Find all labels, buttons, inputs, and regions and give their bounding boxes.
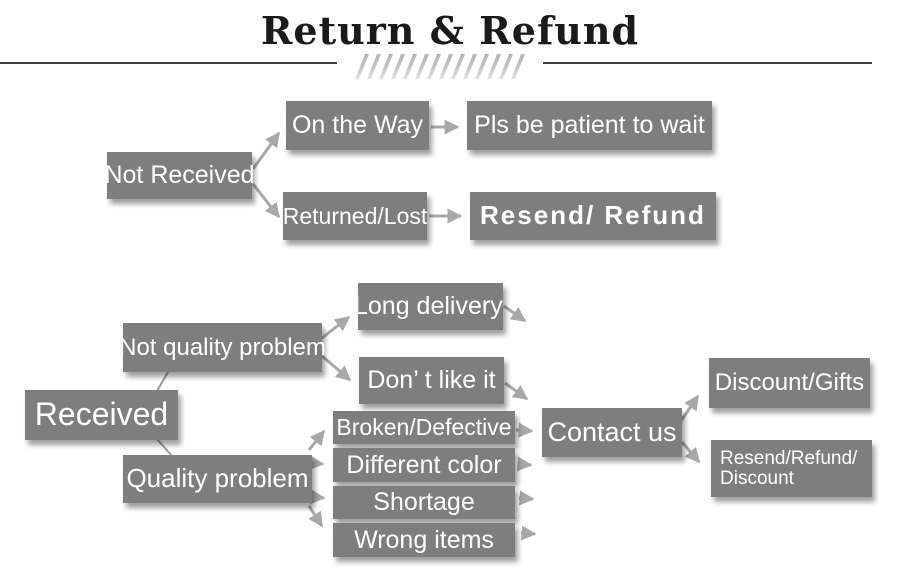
arrow-broken-defective-to-contact-us	[515, 422, 534, 438]
arrow-long-delivery-out	[503, 304, 527, 323]
title-rule-right	[543, 62, 872, 64]
arrow-contact-us-to-resend-refund-discount	[680, 441, 701, 464]
node-shortage: Shortage	[333, 486, 515, 519]
node-discount-gifts: Discount/Gifts	[709, 358, 870, 408]
node-not-received: Not Received	[104, 152, 255, 199]
node-resend-refund-discount: Resend/Refund/ Discount	[711, 440, 872, 497]
node-broken-defective: Broken/Defective	[333, 411, 515, 444]
node-pls-be-patient: Pls be patient to wait	[467, 101, 712, 150]
arrow-qp-to-wrong-items	[307, 505, 324, 528]
arrow-qp-to-shortage	[309, 489, 326, 505]
arrow-shortage-to-contact-us	[518, 490, 535, 506]
arrow-nqp-to-long-delivery	[321, 315, 351, 340]
node-not-quality-problem: Not quality problem	[119, 323, 326, 372]
node-different-color: Different color	[333, 448, 515, 482]
connector-received-to-quality-problem	[156, 438, 173, 457]
node-resend-refund: Resend/ Refund	[470, 192, 716, 240]
arrow-nqp-to-dont-like-it	[321, 354, 352, 382]
arrow-qp-to-broken-defective	[307, 429, 326, 451]
node-received: Received	[25, 390, 178, 440]
node-long-delivery: Long delivery	[358, 283, 503, 330]
arrow-wrong-items-to-contact-us	[520, 525, 537, 541]
node-returned-lost: Returned/Lost	[283, 192, 427, 240]
arrow-contact-us-to-discount-gifts	[679, 394, 700, 422]
node-wrong-items: Wrong items	[333, 523, 515, 557]
arrow-dont-like-it-to-contact-us	[504, 381, 529, 401]
node-contact-us: Contact us	[542, 408, 682, 457]
arrow-different-color-to-contact-us	[516, 456, 533, 472]
node-dont-like-it: Don’ t like it	[359, 357, 504, 404]
connector-received-to-not-quality-problem	[156, 371, 169, 392]
hatch-marks-decoration	[354, 54, 526, 79]
node-quality-problem: Quality problem	[123, 455, 312, 503]
arrow-not-received-to-returned-lost	[251, 183, 281, 219]
node-on-the-way: On the Way	[286, 101, 429, 150]
arrow-not-received-to-on-the-way	[251, 131, 281, 170]
page-title: Return & Refund	[260, 8, 640, 53]
title-rule-left	[0, 62, 337, 64]
arrow-qp-to-different-color	[308, 455, 325, 471]
